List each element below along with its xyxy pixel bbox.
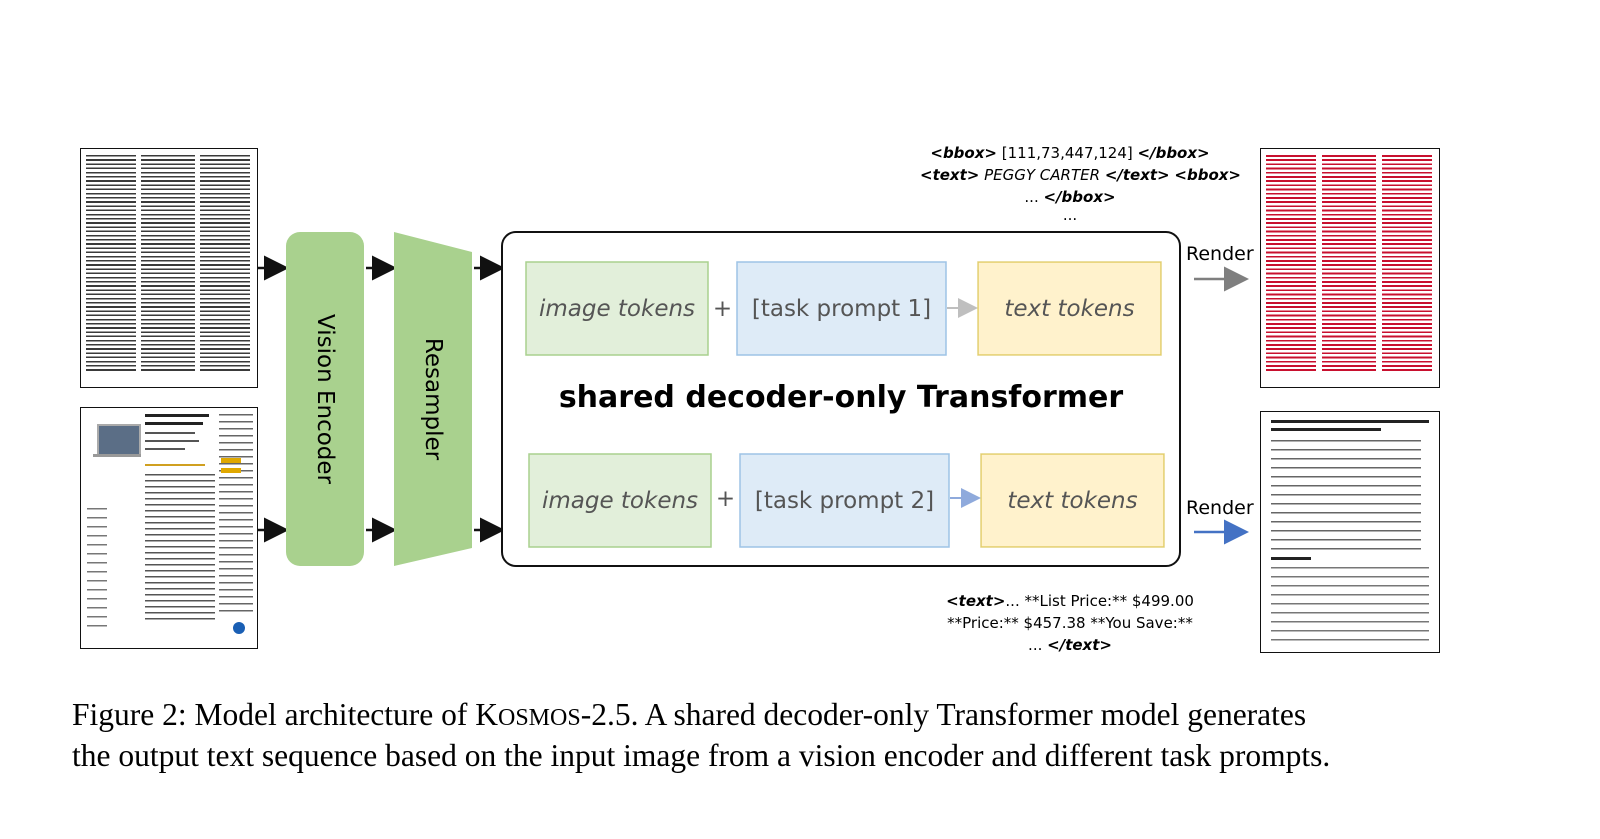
row1-task-prompt-box xyxy=(736,261,947,356)
resampler-label: Resampler xyxy=(420,337,446,461)
row1-task-prompt-label: [task prompt 1] xyxy=(751,295,932,322)
architecture-diagram: Vision Encoder Resampler image tokens + … xyxy=(80,142,1440,656)
row2-image-tokens-label: image tokens xyxy=(541,487,699,514)
row1-plus-sign: + xyxy=(712,295,733,322)
row2-image-tokens-box xyxy=(528,453,712,548)
output-top-line3: ... </bbox> xyxy=(1024,188,1116,206)
row2-plus-sign: + xyxy=(715,485,736,512)
output-rendered-markdown-document xyxy=(1260,411,1440,653)
output-bottom-line3: ... </text> xyxy=(1028,636,1112,654)
hp-logo-icon xyxy=(233,622,245,634)
caption-line-1: Figure 2: Model architecture of KOSMOS-2… xyxy=(72,697,1307,732)
input-webpage-screenshot xyxy=(80,407,258,649)
row1-image-tokens-label: image tokens xyxy=(538,295,696,322)
output-top-line4: ... xyxy=(1062,206,1078,224)
output-bottom-line2: **Price:** $457.38 **You Save:** xyxy=(947,614,1193,632)
caption-line-2: the output text sequence based on the in… xyxy=(72,738,1331,773)
row2-task-prompt-box xyxy=(739,453,950,548)
vision-encoder-label: Vision Encoder xyxy=(312,314,338,484)
render-label-bottom: Render xyxy=(1186,497,1254,519)
diagram-svg xyxy=(258,231,1249,567)
output-top-line1: <bbox> [111,73,447,124] </bbox> xyxy=(930,144,1210,162)
row1-text-tokens-label: text tokens xyxy=(1004,295,1135,322)
input-document-scan xyxy=(80,148,258,388)
output-top-line2: <text> PEGGY CARTER </text> <bbox> xyxy=(920,166,1241,184)
transformer-title: shared decoder-only Transformer xyxy=(558,380,1124,415)
row2-text-tokens-label: text tokens xyxy=(1007,487,1138,514)
row2-text-tokens-box xyxy=(980,453,1165,548)
output-annotation-markdown: <text>... **List Price:** $499.00 **Pric… xyxy=(920,590,1220,656)
output-bottom-line1: <text>... **List Price:** $499.00 xyxy=(946,592,1194,610)
output-rendered-bbox-document xyxy=(1260,148,1440,388)
row2-task-prompt-label: [task prompt 2] xyxy=(754,487,935,514)
vision-encoder-block xyxy=(286,232,364,566)
render-label-top: Render xyxy=(1186,243,1254,265)
resampler-block xyxy=(394,232,472,566)
output-annotation-bbox: <bbox> [111,73,447,124] </bbox> <text> P… xyxy=(920,142,1241,224)
row1-text-tokens-box xyxy=(977,261,1162,356)
row1-image-tokens-box xyxy=(525,261,709,356)
figure-caption: Figure 2: Model architecture of KOSMOS-2… xyxy=(72,696,1552,775)
